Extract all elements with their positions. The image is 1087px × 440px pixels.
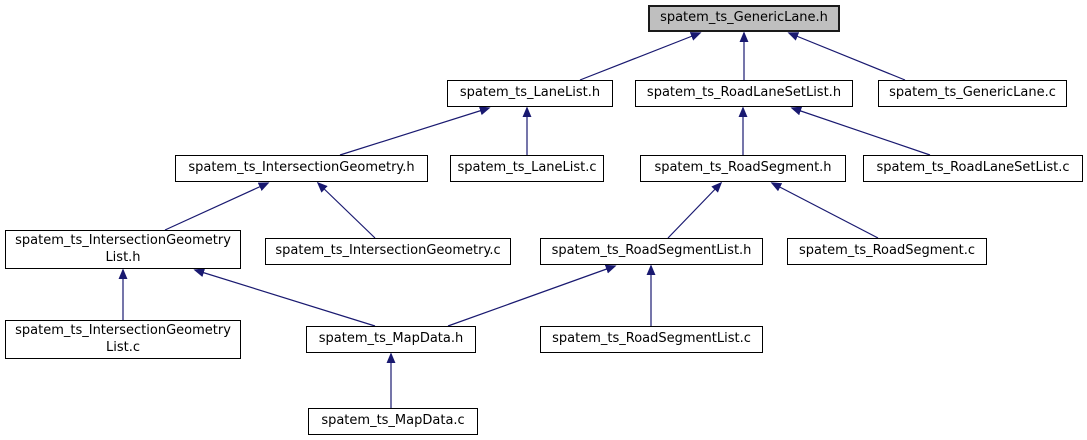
graph-node-spatem-ts-LaneList-h[interactable]: spatem_ts_LaneList.h [447,80,613,107]
graph-node-spatem-ts-RoadSegmentList-c[interactable]: spatem_ts_RoadSegmentList.c [540,326,763,353]
graph-node-spatem-ts-RoadSegmentList-h[interactable]: spatem_ts_RoadSegmentList.h [540,238,763,265]
graph-node-spatem-ts-IntersectionGeometry-h[interactable]: spatem_ts_IntersectionGeometry.h [175,155,428,182]
edge-spatem_ts_IntersectionGeometry_h-to-spatem_ts_LaneList_h [339,106,491,156]
graph-node-spatem-ts-MapData-h[interactable]: spatem_ts_MapData.h [306,326,476,353]
edge-spatem_ts_LaneList_h-to-spatem_ts_GenericLane_h [579,32,702,81]
edge-spatem_ts_RoadSegmentList_h-to-spatem_ts_RoadSegment_h [667,181,723,239]
graph-node-spatem-ts-RoadLaneSetList-c[interactable]: spatem_ts_RoadLaneSetList.c [863,155,1083,182]
edge-spatem_ts_RoadSegment_c-to-spatem_ts_RoadSegment_h [770,182,879,239]
edge-spatem_ts_IntersectionGeometryList_h-to-spatem_ts_IntersectionGeometry_h [164,182,270,231]
graph-node-spatem-ts-LaneList-c[interactable]: spatem_ts_LaneList.c [450,155,604,182]
graph-node-spatem-ts-RoadSegment-c[interactable]: spatem_ts_RoadSegment.c [787,238,987,265]
edge-spatem_ts_RoadLaneSetList_c-to-spatem_ts_RoadLaneSetList_h [790,106,931,156]
graph-node-spatem-ts-GenericLane-h[interactable]: spatem_ts_GenericLane.h [648,5,840,32]
graph-node-spatem-ts-GenericLane-c[interactable]: spatem_ts_GenericLane.c [878,80,1067,107]
edge-spatem_ts_GenericLane_c-to-spatem_ts_GenericLane_h [787,32,906,81]
edge-spatem_ts_MapData_h-to-spatem_ts_RoadSegmentList_h [447,264,617,327]
graph-node-spatem-ts-RoadSegment-h[interactable]: spatem_ts_RoadSegment.h [640,155,846,182]
edge-spatem_ts_IntersectionGeometry_c-to-spatem_ts_IntersectionGeometry_h [316,181,376,239]
graph-node-spatem-ts-RoadLaneSetList-h[interactable]: spatem_ts_RoadLaneSetList.h [635,80,853,107]
graph-node-spatem-ts-IntersectionGeometry-c[interactable]: spatem_ts_IntersectionGeometry.c [265,238,511,265]
graph-node-spatem-ts-MapData-c[interactable]: spatem_ts_MapData.c [308,408,478,435]
graph-node-spatem-ts-IntersectionGeometryList-c[interactable]: spatem_ts_IntersectionGeometry List.c [5,320,241,359]
graph-node-spatem-ts-IntersectionGeometryList-h[interactable]: spatem_ts_IntersectionGeometry List.h [5,230,241,269]
edge-spatem_ts_MapData_h-to-spatem_ts_IntersectionGeometryList_h [193,268,376,327]
